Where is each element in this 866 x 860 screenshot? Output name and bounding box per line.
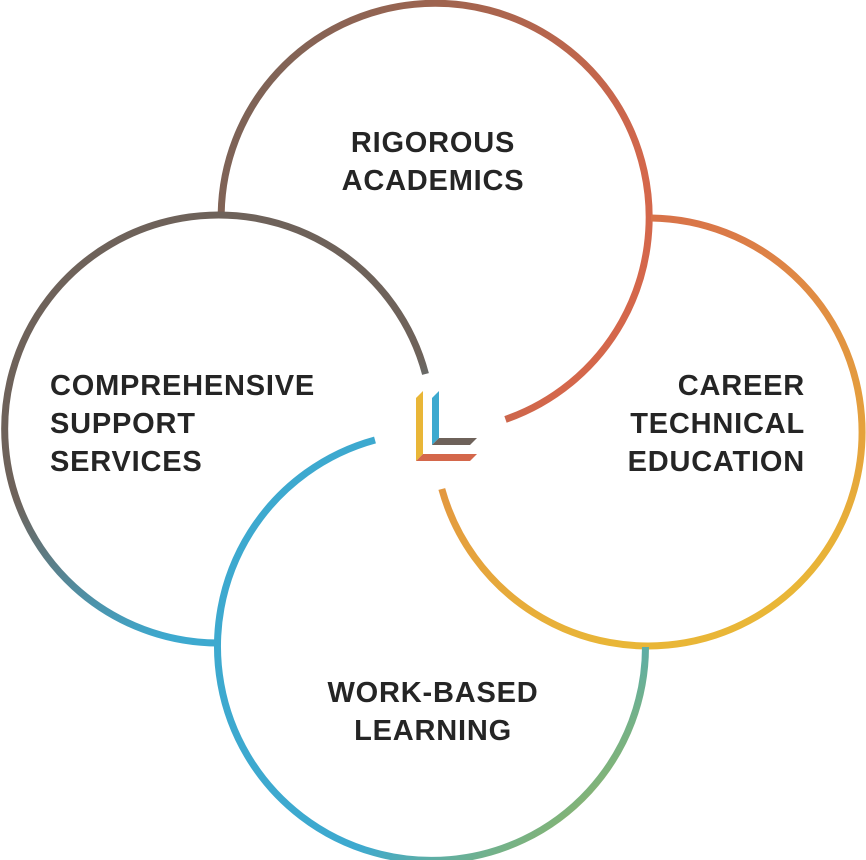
label-line: WORK-BASED <box>327 677 539 709</box>
label-rigorous-academics: RIGOROUS ACADEMICS <box>291 124 575 200</box>
label-work-based-learning: WORK-BASED LEARNING <box>291 674 575 750</box>
circle-right-ring <box>438 214 866 650</box>
label-line: SERVICES <box>50 446 203 478</box>
label-career-technical-education: CAREER TECHNICAL EDUCATION <box>628 367 805 481</box>
circle-bottom-ring <box>214 436 649 860</box>
logo-bar-grey <box>432 438 477 445</box>
label-line: SUPPORT <box>50 408 196 440</box>
logo-bar-orange <box>416 454 477 461</box>
label-line: TECHNICAL <box>630 408 805 440</box>
label-line: LEARNING <box>354 715 512 747</box>
circle-left-ring <box>1 211 429 647</box>
label-comprehensive-support-services: COMPREHENSIVE SUPPORT SERVICES <box>50 367 315 481</box>
circle-top-ring <box>217 0 653 423</box>
label-line: COMPREHENSIVE <box>50 370 315 402</box>
label-line: EDUCATION <box>627 446 805 478</box>
label-line: RIGOROUS <box>350 127 516 159</box>
label-line: CAREER <box>677 370 805 402</box>
logo-bar-blue <box>432 391 439 445</box>
logo-bar-yellow <box>416 391 423 461</box>
stacked-l-logo-icon <box>416 391 477 461</box>
label-line: ACADEMICS <box>341 165 525 197</box>
